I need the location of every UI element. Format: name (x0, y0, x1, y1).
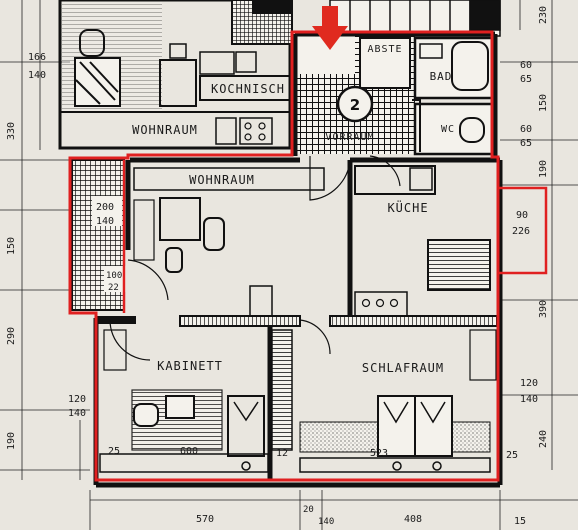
room-label-vorraum: VORRAUM (325, 132, 374, 143)
dim-bottom-15: 15 (514, 516, 526, 527)
room-label-schlafraum: SCHLAFRAUM (362, 361, 444, 375)
dim-schlaf-b: 140 (520, 394, 538, 405)
dim-kab-b: 140 (68, 408, 86, 419)
room-label-wohnraum-neighbor: WOHNRAUM (132, 123, 198, 137)
dim-wc-a: 60 (520, 124, 532, 135)
dim-balcony-b: 140 (96, 216, 114, 227)
dim-balcony-c: 100 (106, 271, 122, 281)
dim-left-290: 290 (6, 327, 17, 345)
dim-right-150: 150 (538, 94, 549, 112)
dim-bottom-12: 12 (276, 448, 288, 459)
dim-left-190: 190 (6, 432, 17, 450)
room-label-abstell: ABSTE (367, 44, 402, 55)
dim-left-330: 330 (6, 122, 17, 140)
stairs (329, 0, 501, 37)
dim-balcony-d: 22 (108, 283, 119, 293)
dim-bad-b: 65 (520, 74, 532, 85)
dim-top-left-a: 166 (28, 52, 46, 63)
dim-bottom-523: 523 (370, 448, 388, 459)
dim-bottom-600: 600 (180, 446, 198, 457)
dim-right-240: 240 (538, 430, 549, 448)
room-label-bad: BAD (430, 70, 453, 83)
unit-number: 2 (350, 96, 360, 114)
dim-bad-a: 60 (520, 60, 532, 71)
dim-left-150: 150 (6, 237, 17, 255)
arrow-down-icon (312, 6, 348, 50)
main-unit (93, 31, 503, 488)
room-label-wc: WC (441, 124, 455, 135)
dim-wc-b: 65 (520, 138, 532, 149)
dim-bottom-20: 20 (303, 505, 314, 515)
dim-bottom-408: 408 (404, 514, 422, 525)
dim-kab-a: 120 (68, 394, 86, 405)
room-label-kabinett: KABINETT (157, 359, 223, 373)
dim-window-a: 90 (516, 210, 528, 221)
dim-bottom-570: 570 (196, 514, 214, 525)
unit-number-circle (336, 85, 374, 123)
dim-top-right-230: 230 (538, 6, 549, 24)
dim-schlaf-a: 120 (520, 378, 538, 389)
apartment-outline (68, 30, 500, 482)
dim-balcony-a: 200 (96, 202, 114, 213)
dim-bottom-140: 140 (318, 517, 334, 527)
dim-right-190: 190 (538, 160, 549, 178)
dim-window-b: 226 (512, 226, 530, 237)
dim-right-390: 390 (538, 300, 549, 318)
room-label-kochnische: KOCHNISCH (211, 82, 285, 96)
neighbor-unit (58, 0, 293, 150)
dim-bottom-25b: 25 (506, 450, 518, 461)
room-label-kueche: KÜCHE (387, 199, 428, 215)
dim-top-left-b: 140 (28, 70, 46, 81)
room-label-wohnraum: WOHNRAUM (189, 173, 255, 187)
dim-bottom-25a: 25 (108, 446, 120, 457)
